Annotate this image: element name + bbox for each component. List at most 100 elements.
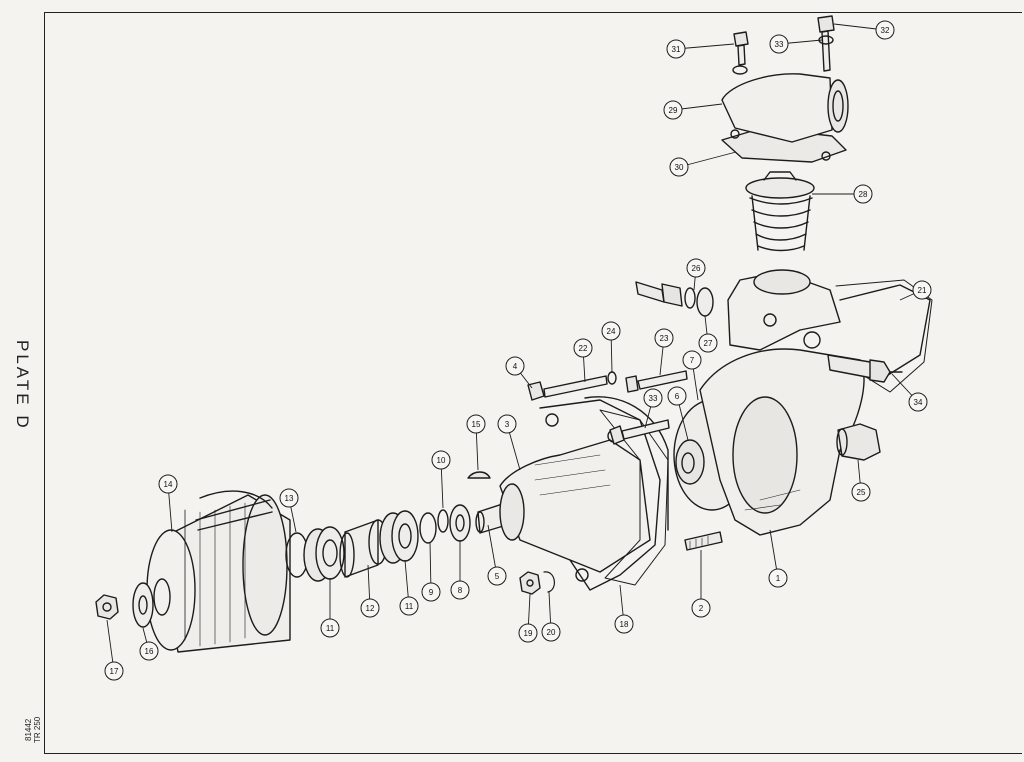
drain-plug-drawing	[836, 423, 881, 461]
callout-number: 28	[859, 190, 868, 199]
side-gasket-drawing	[835, 279, 933, 393]
callout-bubble: 21	[912, 280, 932, 300]
bypass-union-drawing	[635, 281, 714, 317]
callout-bubble: 16	[139, 641, 159, 661]
callout-number: 19	[524, 629, 533, 638]
callout-number: 14	[164, 480, 173, 489]
nut-hole-drawing	[102, 602, 112, 612]
callout-number: 21	[918, 286, 927, 295]
pump-body-drawing	[475, 396, 669, 591]
callout-number: 7	[690, 356, 695, 365]
callout-number: 33	[775, 40, 784, 49]
callout-circle	[450, 580, 470, 600]
callout-bubble: 34	[908, 392, 928, 412]
callout-circle	[466, 414, 486, 434]
callout-number: 34	[914, 398, 923, 407]
small-nut-drawing	[519, 571, 541, 595]
callout-bubble: 30	[669, 157, 689, 177]
woodruff-key-drawing	[467, 471, 491, 479]
callout-bubble: 20	[541, 622, 561, 642]
pulley-drawing	[146, 490, 291, 653]
callout-circle	[912, 280, 932, 300]
bearing-left-drawing	[303, 526, 345, 582]
callout-circle	[320, 618, 340, 638]
callout-bubble: 3	[497, 414, 517, 434]
callout-number: 2	[699, 604, 704, 613]
callout-number: 17	[110, 667, 119, 676]
callout-bubble: 9	[421, 582, 441, 602]
callout-circle	[601, 321, 621, 341]
spacer-drawing	[339, 519, 388, 578]
callout-number: 23	[660, 334, 669, 343]
callout-bubble: 31	[666, 39, 686, 59]
callout-number: 25	[857, 488, 866, 497]
callout-bubble: 27	[698, 333, 718, 353]
callout-circle	[497, 414, 517, 434]
callout-circle	[139, 641, 159, 661]
callout-number: 5	[495, 572, 500, 581]
callout-bubble: 11	[320, 618, 340, 638]
callout-circle	[698, 333, 718, 353]
callout-bubble: 17	[104, 661, 124, 681]
callout-bubble: 33	[643, 388, 663, 408]
callout-circle	[104, 661, 124, 681]
callout-number: 11	[326, 624, 335, 633]
callout-bubble: 8	[450, 580, 470, 600]
temperature-sender-drawing	[827, 354, 903, 383]
seal-drawing	[449, 504, 471, 542]
callout-circle	[158, 474, 178, 494]
callout-circle	[666, 39, 686, 59]
callout-bubble: 12	[360, 598, 380, 618]
plate-border	[44, 12, 1022, 754]
callout-circle	[654, 328, 674, 348]
callout-bubble: 29	[663, 100, 683, 120]
callout-number: 30	[675, 163, 684, 172]
callout-circle	[667, 386, 687, 406]
callout-number: 4	[513, 362, 518, 371]
seal-ring-drawing	[419, 512, 437, 544]
callout-circle	[279, 488, 299, 508]
callout-bubble: 2	[691, 598, 711, 618]
stud-drawing	[684, 531, 723, 551]
callout-number: 29	[669, 106, 678, 115]
callout-circle	[431, 450, 451, 470]
callout-number: 10	[437, 456, 446, 465]
callout-bubble: 4	[505, 356, 525, 376]
callout-number: 13	[285, 494, 294, 503]
callout-circle	[769, 34, 789, 54]
callout-bubble: 14	[158, 474, 178, 494]
housing-drawing	[699, 269, 931, 536]
plate-title: PLATE D	[13, 339, 32, 431]
thermostat-drawing	[745, 171, 815, 252]
nut-drawing	[95, 594, 119, 620]
callout-number: 11	[405, 602, 414, 611]
callout-bubble: 26	[686, 258, 706, 278]
callout-circle	[505, 356, 525, 376]
callout-number: 27	[704, 339, 713, 348]
callout-number: 18	[620, 620, 629, 629]
callout-circle	[518, 623, 538, 643]
callout-circle	[682, 350, 702, 370]
callout-bubble: 13	[279, 488, 299, 508]
callout-circle	[691, 598, 711, 618]
callout-number: 3	[505, 420, 510, 429]
callout-circle	[421, 582, 441, 602]
callout-circle	[614, 614, 634, 634]
callout-bubble: 7	[682, 350, 702, 370]
callout-bubble: 33	[769, 34, 789, 54]
callout-bubble: 32	[875, 20, 895, 40]
callout-number: 31	[672, 45, 681, 54]
callout-number: 20	[547, 628, 556, 637]
callout-bubble: 28	[853, 184, 873, 204]
callout-number: 15	[472, 420, 481, 429]
callout-circle	[853, 184, 873, 204]
callout-number: 12	[366, 604, 375, 613]
callout-number: 6	[675, 392, 680, 401]
callout-number: 24	[607, 327, 616, 336]
callout-number: 33	[649, 394, 658, 403]
callout-circle	[643, 388, 663, 408]
callout-number: 22	[579, 344, 588, 353]
callout-circle	[669, 157, 689, 177]
